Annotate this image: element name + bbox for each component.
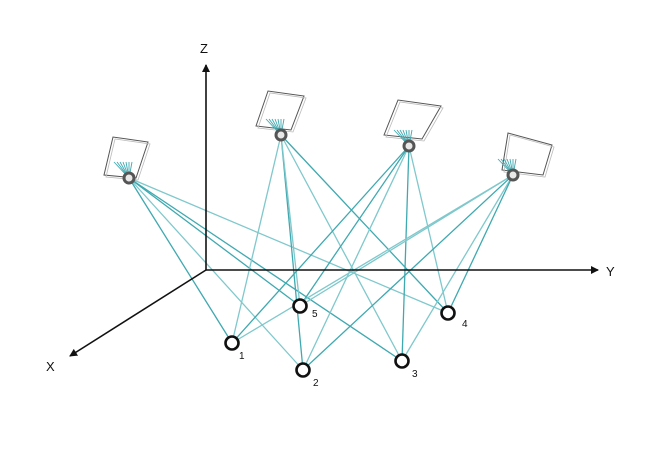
- marker-1: 1: [224, 335, 245, 362]
- x-axis: [69, 269, 207, 357]
- ray-line: [280, 134, 403, 362]
- camera-3: [383, 99, 444, 153]
- camera-group: [103, 90, 555, 185]
- camera-panel-icon: [255, 90, 305, 131]
- ray-line: [280, 134, 304, 371]
- marker-ring-icon: [295, 362, 311, 378]
- ray-line: [231, 145, 410, 344]
- marker-group: 1 2 3 4 5: [224, 298, 468, 389]
- marker-ring-icon: [394, 353, 410, 369]
- ray-line: [299, 174, 514, 307]
- ray-line: [128, 177, 449, 314]
- marker-label: 3: [412, 369, 418, 380]
- ray-line: [401, 174, 514, 362]
- camera-4: [497, 132, 555, 182]
- camera-1: [103, 136, 151, 185]
- camera-lens-icon: [506, 168, 520, 182]
- camera-panel-icon: [383, 99, 442, 140]
- ray-line: [280, 134, 301, 307]
- marker-3: 3: [394, 353, 418, 380]
- camera-lens-icon: [274, 128, 288, 142]
- ray-line: [128, 177, 233, 344]
- marker-ring-icon: [440, 305, 456, 321]
- y-axis-label: Y: [606, 264, 615, 279]
- marker-ring-icon: [224, 335, 240, 351]
- ray-line: [128, 177, 301, 307]
- coordinate-axes: Z Y X: [46, 41, 615, 374]
- camera-panel-edge: [385, 101, 444, 142]
- marker-2: 2: [295, 362, 319, 389]
- ray-line: [231, 134, 282, 344]
- ray-line: [231, 174, 514, 344]
- ray-line: [299, 145, 410, 307]
- ray-line: [280, 134, 449, 314]
- marker-4: 4: [440, 305, 468, 330]
- ray-line: [447, 174, 514, 314]
- marker-5: 5: [292, 298, 318, 320]
- marker-label: 1: [239, 351, 245, 362]
- camera-panel-icon: [501, 132, 553, 176]
- ray-line: [401, 145, 410, 362]
- ray-line: [128, 177, 304, 371]
- camera-panel-edge: [503, 134, 555, 178]
- z-axis-label: Z: [200, 41, 208, 56]
- ray-line: [302, 145, 410, 371]
- camera-lens-icon: [122, 171, 136, 185]
- x-axis-label: X: [46, 359, 55, 374]
- ray-line: [408, 145, 449, 314]
- ray-lines: [128, 134, 514, 371]
- ray-line: [302, 174, 514, 371]
- camera-2: [255, 90, 307, 142]
- marker-label: 4: [462, 319, 468, 330]
- camera-lens-icon: [402, 139, 416, 153]
- marker-label: 5: [312, 309, 318, 320]
- marker-ring-icon: [292, 298, 308, 314]
- marker-label: 2: [313, 378, 319, 389]
